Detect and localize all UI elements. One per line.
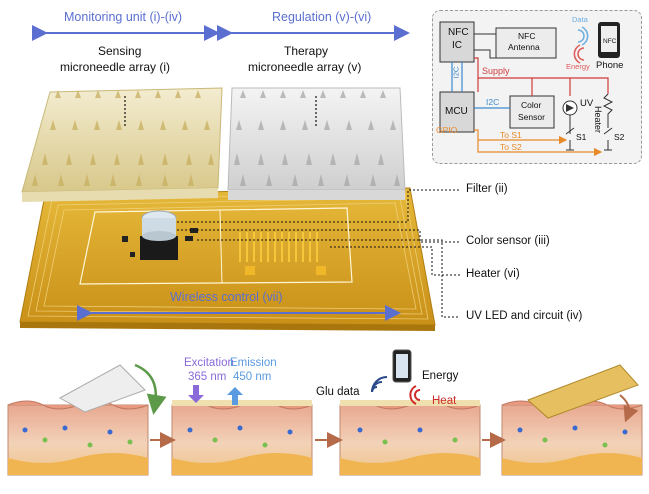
wireless-control-label: Wireless control (vii): [170, 290, 283, 304]
remove-arrow: [619, 394, 639, 423]
emission-label: Emission: [230, 357, 277, 369]
to-s1-label: To S1: [500, 130, 522, 140]
energy-wireless-icon: [573, 44, 585, 64]
therapy-label-line1: Therapy: [284, 44, 329, 58]
skin-block-4: [501, 400, 643, 476]
heater-label: Heater (vi): [466, 268, 520, 280]
circuit-divider: [219, 209, 223, 284]
color-sensor-label: Color sensor (iii): [466, 235, 550, 247]
uv-label: UV: [580, 98, 594, 109]
skin-block-2: [171, 400, 313, 476]
therapy-array-base: [228, 190, 405, 200]
mcu-label: MCU: [445, 106, 468, 117]
glu-data-wireless-icon: [371, 376, 388, 393]
nfc-antenna-box: [495, 27, 557, 59]
nfc-antenna-label-2: Antenna: [508, 42, 540, 52]
component: [122, 236, 128, 242]
emission-arrow: [227, 387, 243, 405]
regulation-title: Regulation (v)-(vi): [272, 10, 372, 24]
phone-label: Phone: [596, 60, 624, 71]
callout-lines: [177, 189, 460, 318]
s2-label: S2: [614, 132, 625, 142]
nfc-ic-box: [439, 21, 475, 63]
gpio-to-s1: [474, 129, 568, 145]
nfc-badge: NFC: [603, 38, 617, 45]
sensing-label-line2: microneedle array (i): [60, 60, 171, 74]
supply-label: Supply: [482, 66, 510, 76]
gpio-label: GPIO: [436, 125, 458, 135]
sensing-label-line1: Sensing: [98, 44, 142, 58]
skin-block-3: [339, 400, 481, 476]
heater-traces: [239, 232, 318, 262]
mcu-box: [439, 91, 475, 133]
energy-label: Energy: [566, 62, 590, 71]
glucose-molecules: [22, 425, 628, 448]
monitoring-unit-title: Monitoring unit (i)-(iv): [64, 10, 183, 24]
apply-arrow: [134, 363, 167, 415]
component: [185, 236, 193, 241]
patch-applying: [58, 364, 146, 413]
filter-label: Filter (ii): [466, 183, 508, 195]
patch-on-skin-2: [172, 400, 312, 406]
i2c-label: I2C: [486, 97, 500, 107]
patch-removed: [527, 364, 639, 419]
circuit-outline: [79, 207, 353, 285]
excitation-wavelength: 365 nm: [188, 371, 227, 383]
data-label: Data: [572, 15, 588, 24]
color-sensor-box: [509, 95, 555, 129]
heat-label: Heat: [432, 395, 457, 407]
excitation-arrow: [188, 385, 204, 403]
excitation-label: Excitation: [184, 357, 234, 369]
emission-wavelength: 450 nm: [233, 371, 272, 383]
nfc-antenna-label-1: NFC: [518, 31, 536, 41]
heater-pad-left: [245, 266, 255, 275]
sensing-array-base: [22, 188, 218, 202]
energy-wireless-icon-process: [409, 385, 421, 405]
to-s2-label: To S2: [500, 142, 522, 152]
patch-on-skin-3: [340, 400, 480, 406]
uv-led-label: UV LED and circuit (iv): [466, 310, 583, 322]
skin-block-1: [7, 400, 149, 476]
data-wireless-icon: [577, 26, 589, 46]
sensing-needles: [32, 90, 214, 186]
component: [130, 252, 135, 257]
filter-body: [142, 218, 176, 236]
s1-label: S1: [576, 132, 587, 142]
gpio-to-s2: [477, 140, 603, 157]
filter-bottom: [142, 231, 176, 241]
color-sensor-label-1: Color: [521, 100, 542, 110]
heater-pad-right: [316, 266, 326, 275]
glu-data-label: Glu data: [316, 386, 360, 398]
nfc-ic-label-1: NFC: [448, 27, 469, 38]
color-sensor-label-2: Sensor: [518, 112, 545, 122]
pcb-edge: [20, 322, 435, 331]
heater-resistor-symbol: [602, 93, 614, 128]
nfc-ic-label-2: IC: [452, 40, 462, 51]
energy-process-label: Energy: [422, 370, 459, 382]
therapy-needles: [234, 90, 400, 186]
therapy-label-line2: microneedle array (v): [248, 60, 362, 74]
